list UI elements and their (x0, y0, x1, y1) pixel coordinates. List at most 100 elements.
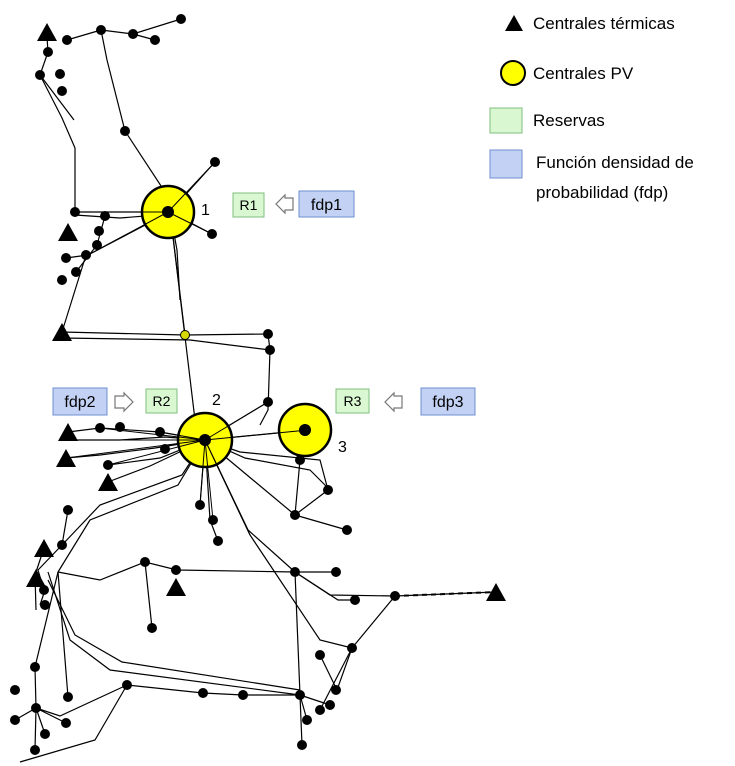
bus-node (31, 703, 41, 713)
bus-node (96, 25, 106, 35)
bus-node (150, 35, 160, 45)
bus-node (61, 253, 71, 263)
transmission-line (294, 571, 396, 597)
transmission-line (65, 439, 206, 459)
transmission-line (61, 331, 269, 336)
pdf-box-fdp3: fdp3 (420, 387, 476, 416)
transmission-line (299, 694, 331, 706)
reserve-r1-label: R1 (240, 197, 258, 213)
thermal-plant-icon (37, 23, 57, 41)
transmission-line (294, 514, 348, 531)
bus-node (122, 680, 132, 690)
bus-node (71, 267, 81, 277)
thermal-plant-icon (56, 449, 76, 467)
transmission-line (319, 647, 353, 711)
pv-plant-3-label: 3 (338, 439, 347, 456)
thermal-plant-icon (505, 15, 523, 31)
pdf-fdp2-label: fdp2 (64, 394, 95, 411)
legend-thermal-label: Centrales térmicas (533, 14, 675, 33)
transmission-line (35, 707, 67, 724)
bus-node (342, 525, 352, 535)
bus-node (295, 455, 305, 465)
transmission-line (294, 571, 301, 696)
bus-node (290, 567, 300, 577)
reserve-r2-label: R2 (153, 393, 171, 409)
bus-node (40, 729, 50, 739)
bus-node (390, 591, 400, 601)
arrow-left-icon (275, 193, 294, 215)
bus-node (347, 643, 357, 653)
small-pv-marker (181, 331, 189, 339)
transmission-line (167, 211, 213, 235)
bus-node (147, 623, 157, 633)
arrow-right-icon (114, 391, 134, 413)
transmission-line (294, 459, 301, 516)
bus-node (290, 510, 300, 520)
transmission-line (319, 595, 396, 692)
pv-plants-layer (65, 161, 333, 536)
transmission-line (204, 401, 269, 441)
transmission-line (99, 427, 206, 441)
bus-node (55, 69, 65, 79)
transmission-line (87, 211, 169, 256)
transmission-line (199, 439, 206, 506)
thermal-plant-icon (166, 578, 186, 596)
bus-node (265, 345, 275, 355)
bus-node (100, 211, 110, 221)
bus-node (57, 540, 67, 550)
legend: Centrales térmicas Centrales PV Reservas… (489, 14, 694, 202)
thermal-plant-icon (58, 223, 78, 241)
bus-node (35, 70, 45, 80)
legend-reserves-label: Reservas (533, 111, 605, 130)
bus-node (61, 718, 71, 728)
transmission-line (294, 489, 329, 516)
bus-node (120, 126, 130, 136)
transmission-line (47, 579, 301, 691)
transmission-line (299, 694, 303, 746)
transmission-line (35, 684, 128, 717)
transmission-line (259, 333, 271, 426)
bus-node (30, 745, 40, 755)
reserve-swatch (489, 107, 523, 134)
transmission-line (144, 561, 153, 629)
arrow-left-icon (384, 391, 403, 413)
bus-node (331, 685, 341, 695)
transmission-line (204, 439, 251, 536)
bus-node (63, 692, 73, 702)
pdf-fdp3-label: fdp3 (432, 394, 463, 411)
transmission-line (47, 571, 301, 696)
transmission-line (61, 254, 87, 333)
thermal-plant-icon (52, 323, 72, 341)
bus-node (198, 688, 208, 698)
bus-node (94, 226, 104, 236)
pv-plant-2-label: 2 (212, 392, 221, 409)
legend-pv-label: Centrales PV (533, 64, 634, 83)
bus-node (92, 240, 102, 250)
pv-plant-1-label: 1 (201, 202, 210, 219)
bus-node (295, 690, 305, 700)
reserve-box-r1: R1 (232, 192, 265, 218)
transmission-line (66, 29, 102, 41)
pdf-swatch (489, 149, 523, 179)
bus-node (302, 715, 312, 725)
bus-node (57, 86, 67, 96)
thermal-plant-icon (58, 423, 78, 441)
bus-node (62, 35, 72, 45)
thermal-plants-layer (26, 23, 506, 601)
bus-node (40, 600, 50, 610)
bus-node (30, 662, 40, 672)
buses-layer (10, 14, 400, 755)
thermal-plant-icon (34, 539, 54, 557)
transmission-line (61, 509, 69, 546)
transmission-line (100, 18, 182, 35)
bus-node (238, 690, 248, 700)
transmission-line (57, 439, 206, 573)
bus-node (57, 275, 67, 285)
transmission-line (34, 707, 37, 751)
transmission-line (39, 74, 75, 121)
bus-node (10, 715, 20, 725)
bus-node (140, 557, 150, 567)
thermal-plant-icon (486, 583, 506, 601)
bus-node (81, 250, 91, 260)
